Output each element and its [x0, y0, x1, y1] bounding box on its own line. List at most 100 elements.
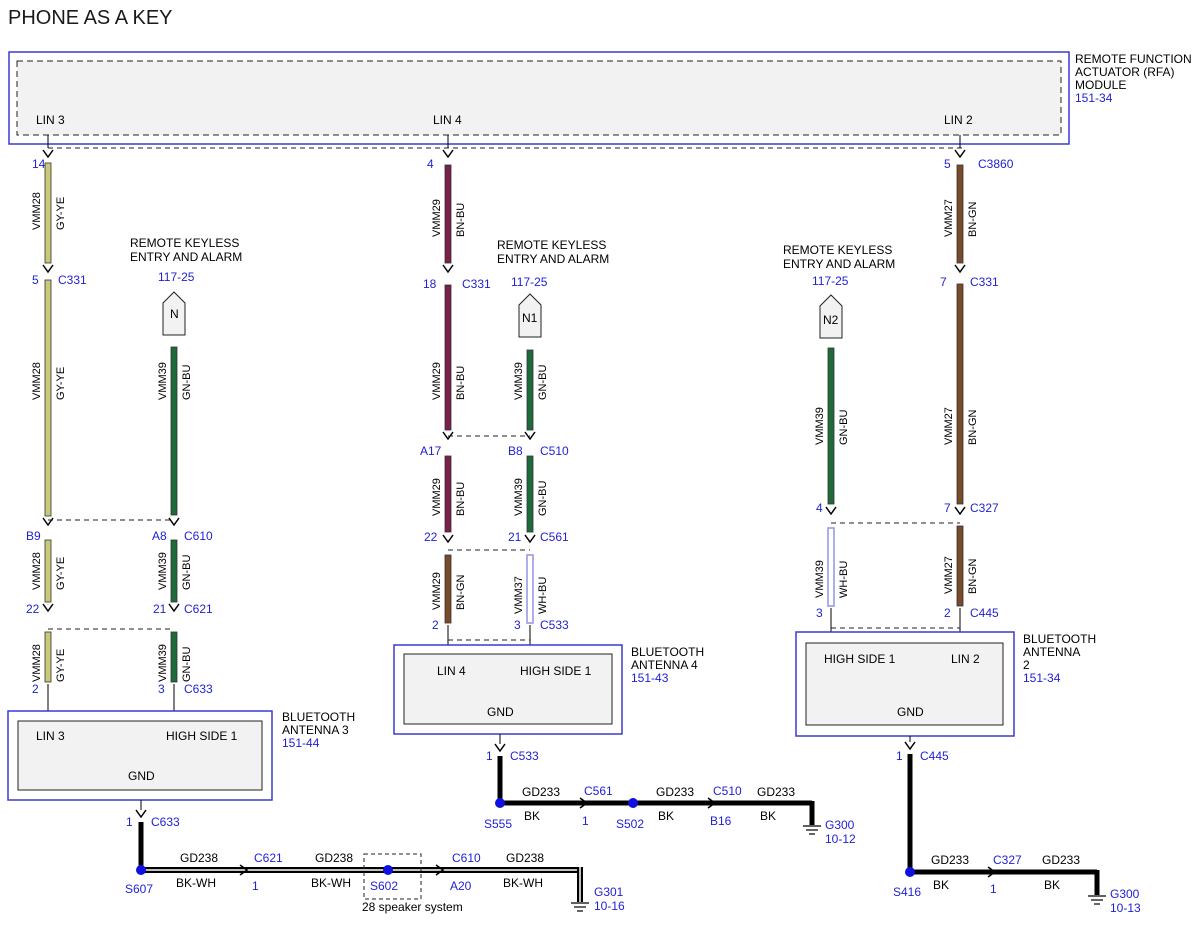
wire-circuit: VMM37: [513, 576, 525, 614]
arrow-connector-icon: [442, 149, 454, 159]
rke-ref: 117-25: [158, 270, 195, 284]
rfa-module: LIN 3 LIN 4 LIN 2 REMOTE FUNCTION ACTUAT…: [8, 51, 1192, 145]
ground-color: BK: [760, 809, 776, 823]
ground-g300: G300: [1110, 887, 1140, 901]
connector-c633: C633: [184, 682, 213, 696]
arrow-connector-icon: [707, 797, 717, 809]
connector-c561: C561: [584, 784, 613, 798]
wire-segment: [170, 346, 178, 516]
antenna2-pin-high-side: HIGH SIDE 1: [824, 652, 896, 666]
rke-name: REMOTE KEYLESS ENTRY AND ALARM: [783, 243, 896, 271]
wire-segment: [526, 455, 534, 533]
wire-color: BN-BU: [455, 366, 467, 400]
wire-segment: [44, 631, 52, 683]
column-lin3-wire: [42, 135, 54, 711]
column-n2-wire: [825, 347, 837, 632]
ground-g301: G301: [594, 885, 624, 899]
pin-7: 7: [940, 275, 947, 289]
pin-2: 2: [944, 606, 951, 620]
pentagon-connector-icon: N2: [819, 294, 843, 339]
arrow-connector-icon: [524, 431, 536, 441]
pin-5: 5: [32, 273, 39, 287]
pin-b8: B8: [508, 444, 523, 458]
pin-b9: B9: [26, 529, 41, 543]
pin-2: 2: [432, 618, 439, 632]
wire-circuit: VMM39: [157, 362, 169, 400]
wire-color: GY-YE: [55, 649, 67, 682]
connector-c561: C561: [540, 530, 569, 544]
rke-tag-n1: N1: [522, 311, 538, 325]
wire-color: BN-BU: [455, 482, 467, 516]
wire-segment: [44, 539, 52, 603]
connector-c510: C510: [713, 784, 742, 798]
connector-c610: C610: [184, 529, 213, 543]
arrow-connector-icon: [168, 517, 180, 527]
antenna3-pin-lin3: LIN 3: [36, 729, 65, 743]
ground-color: BK: [933, 878, 949, 892]
column-lin4-wire: [442, 135, 454, 645]
wire-circuit: VMM29: [431, 478, 443, 516]
antenna2-name: BLUETOOTH ANTENNA 2: [1023, 632, 1099, 672]
wire-segment: [170, 539, 178, 603]
pin-14: 14: [32, 157, 46, 171]
antenna4-pin-lin4: LIN 4: [437, 664, 466, 678]
wire-segment: [44, 279, 52, 517]
antenna4-name: BLUETOOTH ANTENNA 4: [631, 645, 707, 672]
wire-circuit: VMM28: [31, 552, 43, 590]
connector-c445: C445: [970, 606, 999, 620]
arrow-connector-icon: [168, 603, 180, 613]
column-n1-wire: [524, 349, 536, 645]
arrow-connector-icon: [954, 264, 966, 274]
pin-5: 5: [944, 157, 951, 171]
ground-color: BK-WH: [176, 876, 216, 890]
pin-4: 4: [816, 501, 823, 515]
arrow-connector-icon: [904, 741, 916, 751]
wire-circuit: VMM39: [513, 362, 525, 400]
arrow-connector-icon: [42, 517, 54, 527]
ground-circuit: GD233: [656, 785, 694, 799]
ground-circuit: GD238: [315, 851, 353, 865]
column-n-wire: [168, 346, 180, 711]
connector-c621: C621: [254, 851, 283, 865]
wire-circuit: VMM27: [943, 407, 955, 445]
rfa-pin-lin2: LIN 2: [944, 113, 973, 127]
wire-segment: [444, 554, 452, 624]
splice-dot-icon: [136, 865, 146, 875]
rfa-pin-lin4: LIN 4: [433, 113, 462, 127]
antenna4-gnd: GND: [487, 705, 514, 719]
wire-color: GN-BU: [537, 481, 549, 517]
pin-a20: A20: [450, 879, 472, 893]
arrow-connector-icon: [954, 149, 966, 159]
ground-circuit: GD238: [506, 851, 544, 865]
ground-color: BK: [658, 809, 674, 823]
wire-color: BN-BU: [455, 203, 467, 237]
connector-c510: C510: [540, 444, 569, 458]
arrow-connector-icon: [42, 603, 54, 613]
pin-22: 22: [26, 602, 40, 616]
wire-color: GY-YE: [55, 557, 67, 590]
rfa-pin-lin3: LIN 3: [36, 113, 65, 127]
wire-circuit: VMM27: [943, 199, 955, 237]
connector-c331: C331: [970, 275, 999, 289]
ground-color: BK-WH: [311, 876, 351, 890]
wire-circuit: VMM39: [814, 560, 826, 598]
connector-c327: C327: [970, 501, 999, 515]
ground-icon: [1088, 895, 1106, 905]
arrow-connector-icon: [579, 797, 589, 809]
connector-c633: C633: [151, 815, 180, 829]
splice-s607: S607: [125, 882, 153, 896]
wire-color: GN-BU: [181, 647, 193, 683]
antenna2-gnd: GND: [897, 705, 924, 719]
wire-segment: [956, 525, 964, 607]
splice-s502: S502: [616, 817, 644, 831]
arrow-connector-icon: [825, 506, 837, 516]
connector-c331: C331: [462, 277, 491, 291]
ground-circuit: GD238: [180, 851, 218, 865]
ground-icon: [803, 825, 821, 835]
wire-segment: [444, 455, 452, 533]
wire-color: GY-YE: [55, 197, 67, 230]
pin-18: 18: [423, 277, 437, 291]
connector-c3860: C3860: [978, 157, 1014, 171]
wire-segment: [44, 162, 52, 264]
antenna4-ref: 151-43: [631, 671, 669, 685]
